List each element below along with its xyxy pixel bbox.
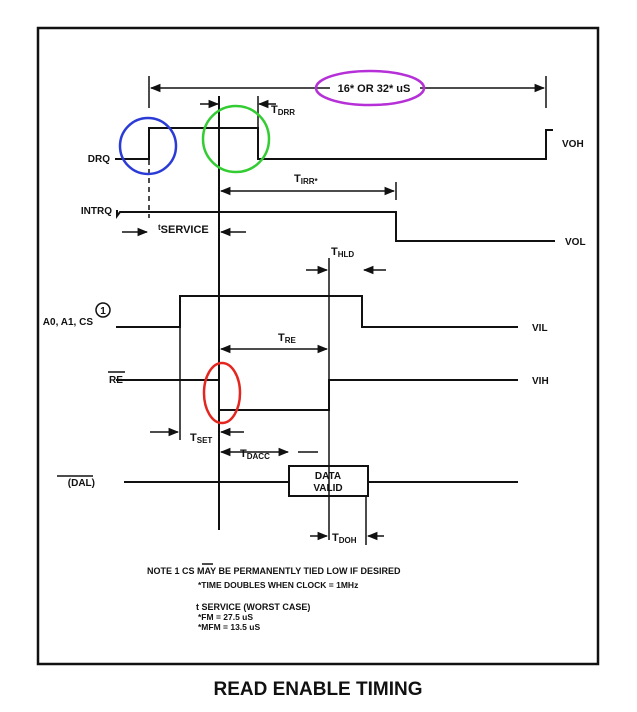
vil-label: VIL [532,323,548,334]
service-mfm: *MFM = 13.5 uS [198,622,260,632]
addr-label: A0, A1, CS [43,317,94,328]
period-dimension: 16* OR 32* uS [148,76,547,108]
note-time-doubles: *TIME DOUBLES WHEN CLOCK = 1MHz [198,580,358,590]
vih-label: VIH [532,376,549,387]
thld-label: THLD [331,246,354,259]
period-label: 16* OR 32* uS [338,83,411,95]
drq-rise-highlight-circle [118,116,178,176]
diagram-frame [36,26,600,666]
data-valid-line2: VALID [313,483,342,494]
service-title: t SERVICE (WORST CASE) [196,602,310,612]
tdoh-dimension: TDOH [310,496,384,545]
note-1-text: NOTE 1 CS MAY BE PERMANENTLY TIED LOW IF… [147,566,401,576]
note-1-marker [95,302,111,318]
tset-label: TSET [190,432,212,445]
service-fm: *FM = 27.5 uS [198,612,253,622]
note-1-number: 1 [100,306,106,317]
drq-label: DRQ [88,154,110,165]
tdrr-label: TDRR [271,104,295,117]
tservice-label: tSERVICE [158,223,209,236]
tirr-label: TIRR* [294,173,319,186]
tdacc-label: TDACC [240,448,270,461]
tservice-dimension: tSERVICE [122,223,246,237]
diagram-caption: READ ENABLE TIMING [214,679,423,700]
addr-waveform [116,295,518,328]
tdrr-dimension: TDRR [200,96,295,128]
tset-dimension: TSET [150,328,244,445]
tdacc-dimension: TDACC [219,447,318,461]
data-valid-line1: DATA [315,471,341,482]
vol-label: VOL [565,237,586,248]
re-fall-highlight-ellipse [202,361,242,425]
intrq-label: INTRQ [81,206,112,217]
drq-waveform [115,127,553,160]
tdoh-label: TDOH [332,532,357,545]
tirr-dimension: TIRR* [219,173,397,200]
period-highlight-ellipse [314,69,426,107]
voh-label: VOH [562,139,584,150]
tre-dimension: TRE [219,332,329,354]
drq-fall-highlight-circle [201,104,271,174]
dal-label: (DAL) [68,478,95,489]
intrq-waveform [116,210,555,242]
re-waveform [116,379,518,411]
tre-label: TRE [278,332,297,345]
